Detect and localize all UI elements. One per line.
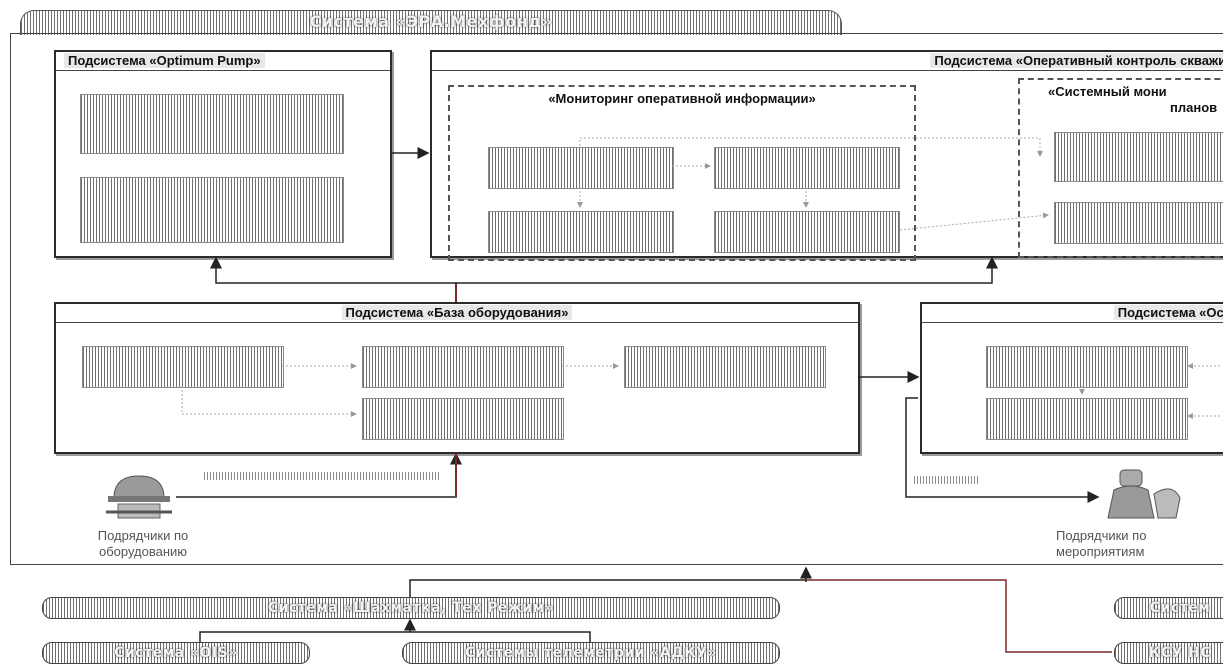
arrow-right-to-activity-contractors: [905, 397, 1100, 503]
worker-icon: [1100, 468, 1186, 520]
subsystem-right[interactable]: Подсистема «Осл: [920, 302, 1223, 454]
equipment-module-2[interactable]: [362, 346, 564, 388]
system-monitoring-module-1[interactable]: [1054, 132, 1223, 182]
activity-contractors-line2: мероприятиям: [1056, 544, 1145, 559]
activity-contractors-label-bar: [914, 476, 978, 484]
external-system-right-top[interactable]: Систем: [1114, 597, 1223, 619]
external-system-ois[interactable]: Система «OIS»: [42, 642, 310, 664]
subsystem-optimum-pump-header: Подсистема «Optimum Pump»: [56, 52, 390, 71]
subsystem-equipment-base-header: Подсистема «База оборудования»: [56, 304, 858, 323]
right-module-1[interactable]: [986, 346, 1188, 388]
activity-contractors-caption: Подрядчики по мероприятиям: [1056, 528, 1223, 560]
external-system-shakhmatka-label: Система «Шахматка, Тех Режим»: [267, 600, 555, 616]
arrow-contractor-to-equipment: [176, 452, 462, 498]
equipment-contractors-line2: оборудованию: [98, 544, 188, 559]
group-system-monitoring-title: «Системный мони планов: [1020, 84, 1223, 116]
activity-contractors-line1: Подрядчики по: [1056, 528, 1147, 543]
main-system-tab: Система «ЭРА.Мехфонд»: [20, 10, 842, 35]
line-ois-adku-bus: [199, 631, 591, 642]
subsystem-right-title: Подсистема «Осл: [1113, 305, 1223, 320]
equipment-contractors-line1: Подрядчики по: [97, 528, 189, 543]
arrow-equipment-to-operative: [456, 256, 998, 284]
group-system-monitoring-title-line2: планов: [1170, 100, 1218, 115]
right-module-2[interactable]: [986, 398, 1188, 440]
equipment-contractors-label-bar: [204, 472, 440, 480]
subsystem-operative-control-title: Подсистема «Оперативный контроль скважин: [930, 53, 1223, 68]
subsystem-operative-control-header: Подсистема «Оперативный контроль скважин: [432, 52, 1223, 71]
main-system-frame: [10, 33, 1223, 565]
external-system-adku-label: Системы телеметрии «АДКУ»: [464, 645, 718, 661]
equipment-contractors-caption: Подрядчики по оборудованию: [58, 528, 228, 560]
external-system-right-top-label: Систем: [1149, 600, 1211, 616]
optimum-module-1[interactable]: [80, 94, 344, 154]
arrow-equipment-to-optimum: [210, 256, 456, 284]
external-system-ksu[interactable]: КСУ НС: [1114, 642, 1223, 664]
line-external-bus: [409, 579, 806, 597]
monitoring-module-1[interactable]: [488, 147, 674, 189]
main-system-title: Система «ЭРА.Мехфонд»: [309, 12, 553, 31]
subsystem-optimum-pump-title: Подсистема «Optimum Pump»: [64, 53, 265, 68]
subsystem-equipment-base-title: Подсистема «База оборудования»: [341, 305, 573, 320]
external-system-shakhmatka[interactable]: Система «Шахматка, Тех Режим»: [42, 597, 780, 619]
system-monitoring-module-2[interactable]: [1054, 202, 1223, 244]
group-system-monitoring-title-line1: «Системный мони: [1048, 84, 1167, 99]
line-external-right: [806, 579, 1112, 653]
monitoring-module-3[interactable]: [488, 211, 674, 253]
external-system-ois-label: Система «OIS»: [114, 645, 238, 661]
equipment-module-4[interactable]: [362, 398, 564, 440]
equipment-module-3[interactable]: [624, 346, 826, 388]
group-monitoring[interactable]: «Мониторинг оперативной информации»: [448, 85, 916, 261]
monitoring-module-4[interactable]: [714, 211, 900, 253]
group-system-monitoring[interactable]: «Системный мони планов: [1018, 78, 1223, 258]
group-monitoring-title: «Мониторинг оперативной информации»: [548, 91, 816, 106]
hard-hat-worker-icon: [106, 472, 172, 522]
equipment-module-1[interactable]: [82, 346, 284, 388]
external-system-ksu-label: КСУ НС: [1148, 645, 1212, 661]
optimum-module-2[interactable]: [80, 177, 344, 243]
subsystem-equipment-base[interactable]: Подсистема «База оборудования»: [54, 302, 860, 454]
monitoring-module-2[interactable]: [714, 147, 900, 189]
external-system-adku[interactable]: Системы телеметрии «АДКУ»: [402, 642, 780, 664]
subsystem-optimum-pump[interactable]: Подсистема «Optimum Pump»: [54, 50, 392, 258]
subsystem-right-header: Подсистема «Осл: [922, 304, 1223, 323]
